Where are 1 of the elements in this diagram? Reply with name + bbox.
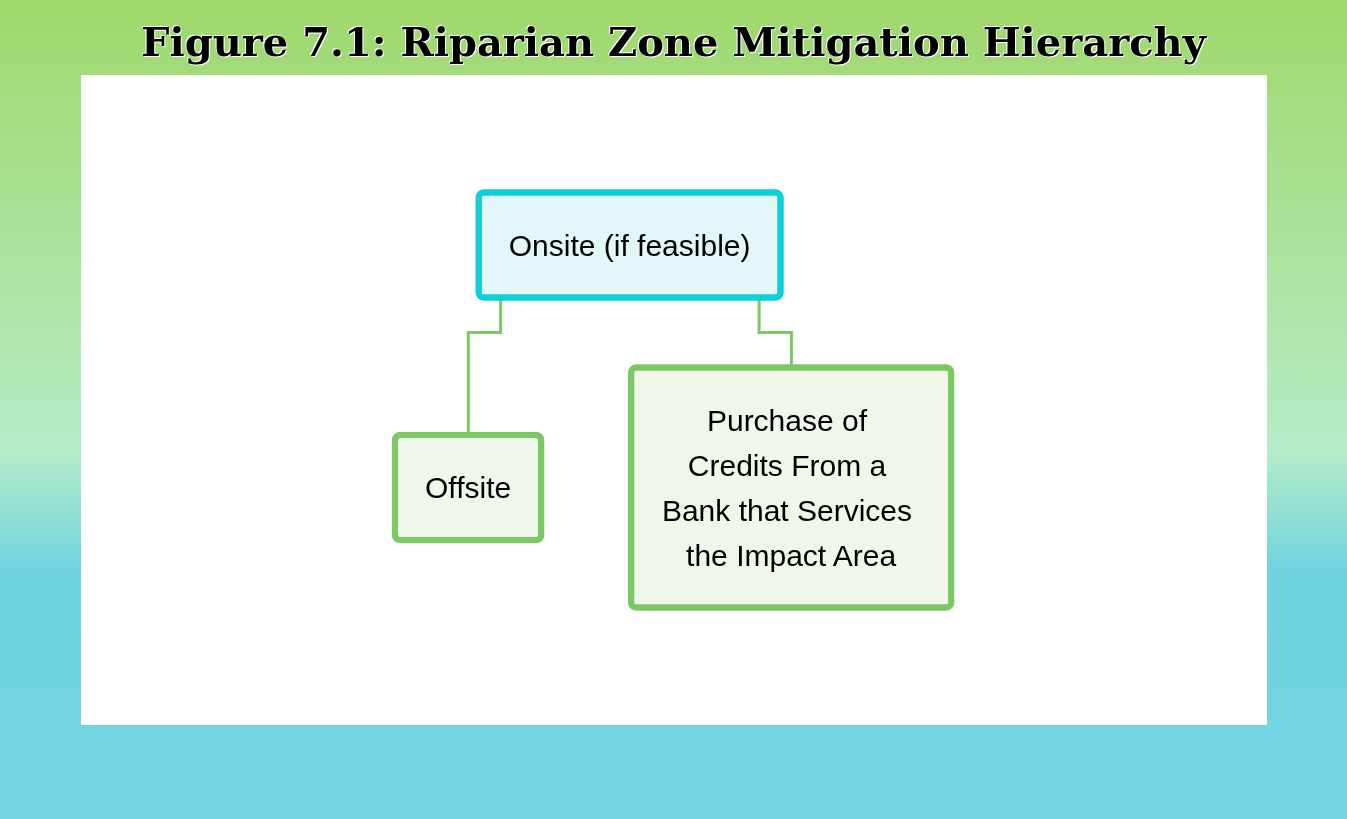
figure-title: Figure 7.1: Riparian Zone Mitigation Hierarchy (141, 18, 1206, 65)
